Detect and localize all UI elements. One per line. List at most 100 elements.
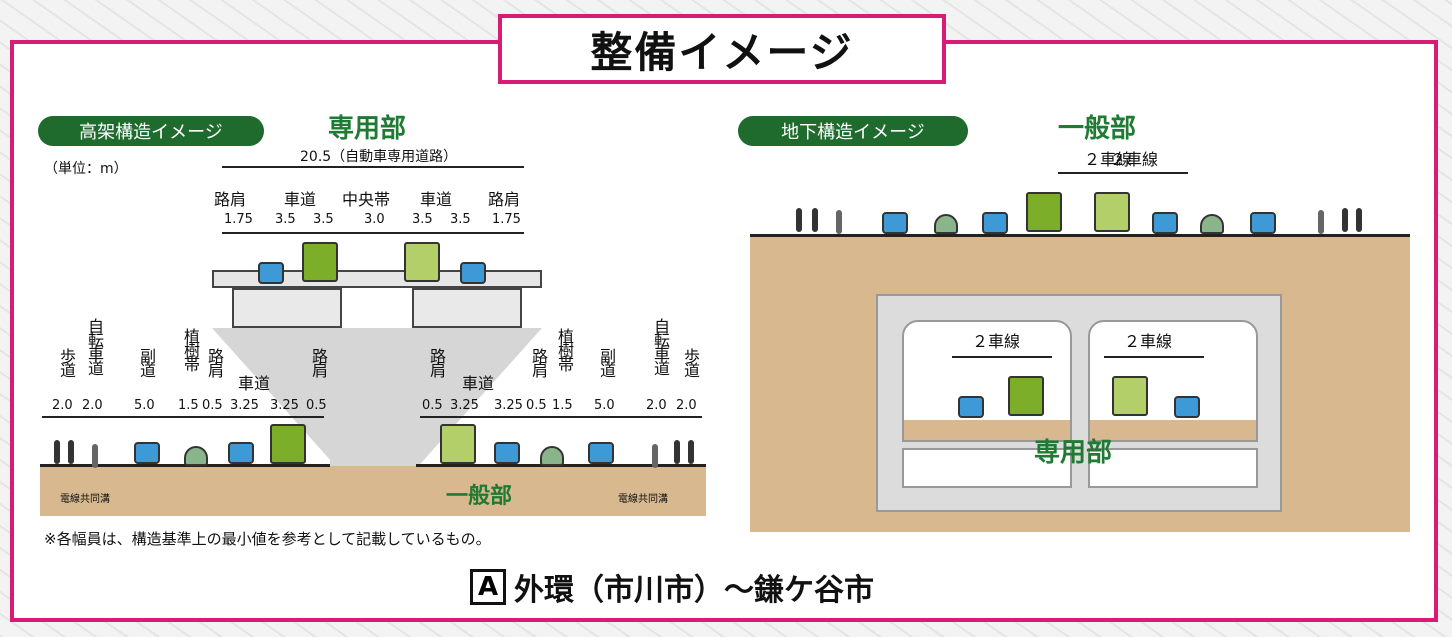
total-width: 20.5（自動車専用道路） [300, 149, 458, 165]
car-icon [228, 442, 254, 464]
lower-right-label-3: 植樹帯 [555, 328, 574, 370]
pedestrian-icon [812, 208, 818, 232]
lower-right-label-6: 歩道 [681, 348, 700, 376]
tree-icon [184, 446, 208, 466]
truck-icon [302, 242, 338, 282]
lower-left-value-3: 1.5 [178, 398, 199, 413]
conduit-left: 電線共同溝 [60, 494, 110, 505]
cyclist-icon [1318, 210, 1324, 234]
upper-label-1: 車道 [284, 190, 317, 209]
tunnel-lower-left [902, 448, 1072, 488]
route-footer: A 外環（市川市）〜鎌ケ谷市 [470, 565, 874, 609]
lower-left-label-6: 路肩 [309, 348, 328, 376]
route-name: 外環（市川市）〜鎌ケ谷市 [514, 573, 874, 608]
lower-left-value-2: 5.0 [134, 398, 155, 413]
upper-value-4: 3.5 [412, 212, 433, 227]
lower-right-value-4: 1.5 [552, 398, 573, 413]
lower-right-label-0: 路肩 [427, 348, 446, 376]
bus-icon [1112, 376, 1148, 416]
tunnel-label: 専用部 [1034, 438, 1113, 468]
bus-icon [1094, 192, 1130, 232]
tunnel-floor-left [904, 420, 1070, 440]
lower-right-label-5: 自転車道 [651, 318, 670, 374]
lower-left-value-0: 2.0 [52, 398, 73, 413]
tree-icon [1200, 214, 1224, 234]
upper-value-5: 3.5 [450, 212, 471, 227]
upper-label-4: 路肩 [488, 190, 521, 209]
upper-label-3: 車道 [420, 190, 453, 209]
underground-heading: 一般部 [1058, 114, 1137, 144]
tunnel-lanes-right: ２車線 [1124, 332, 1173, 351]
deck-girder-left [232, 288, 342, 328]
lower-left-label-4: 路肩 [205, 348, 224, 376]
car-icon [588, 442, 614, 464]
truck-icon [270, 424, 306, 464]
cyclist-icon [92, 444, 98, 468]
pedestrian-icon [688, 440, 694, 464]
upper-label-2: 中央帯 [342, 190, 391, 209]
car-icon [134, 442, 160, 464]
pedestrian-icon [68, 440, 74, 464]
conduit-right: 電線共同溝 [618, 494, 668, 505]
car-icon [258, 262, 284, 284]
underground-badge: 地下構造イメージ [738, 116, 968, 146]
upper-label-0: 路肩 [214, 190, 247, 209]
upper-value-3: 3.0 [364, 212, 385, 227]
tunnel-lane-line-right [1104, 356, 1204, 358]
upper-dimension-line [222, 232, 524, 234]
lower-left-label-5: 車道 [238, 374, 271, 393]
tree-icon [934, 214, 958, 234]
pedestrian-icon [674, 440, 680, 464]
ground-elevated [40, 466, 706, 516]
truck-icon [1026, 192, 1062, 232]
lower-left-value-1: 2.0 [82, 398, 103, 413]
lower-right-value-5: 5.0 [594, 398, 615, 413]
tree-icon [540, 446, 564, 466]
surface-lanes-right: ２車線 [1110, 150, 1159, 169]
unit-label: （単位：m） [44, 161, 128, 177]
footnote: ※各幅員は、構造基準上の最小値を参考として記載しているもの。 [44, 530, 491, 548]
surface-lanes-left: ２車線 [1084, 150, 1133, 169]
cyclist-icon [836, 210, 842, 234]
lower-left-label-3: 植樹帯 [181, 328, 200, 370]
lower-left-value-4: 0.5 [202, 398, 223, 413]
tunnel-floor-right [1090, 420, 1256, 440]
cyclist-icon [652, 444, 658, 468]
lower-right-value-0: 0.5 [422, 398, 443, 413]
pedestrian-icon [796, 208, 802, 232]
car-icon [1250, 212, 1276, 234]
elevated-badge: 高架構造イメージ [38, 116, 264, 146]
upper-value-0: 1.75 [224, 212, 253, 227]
lower-right-label-1: 車道 [462, 374, 495, 393]
lower-right-value-1: 3.25 [450, 398, 479, 413]
surface-road [750, 234, 1410, 237]
truck-icon [1008, 376, 1044, 416]
ground-label: 一般部 [446, 484, 513, 509]
pedestrian-icon [54, 440, 60, 464]
elevated-heading: 専用部 [328, 114, 407, 144]
car-icon [1174, 396, 1200, 418]
lower-left-value-7: 0.5 [306, 398, 327, 413]
pier-column [330, 330, 416, 466]
pedestrian-icon [1342, 208, 1348, 232]
lower-right-value-6: 2.0 [646, 398, 667, 413]
car-icon [882, 212, 908, 234]
tunnel-lanes-left: ２車線 [972, 332, 1021, 351]
pedestrian-icon [1356, 208, 1362, 232]
upper-value-1: 3.5 [275, 212, 296, 227]
lower-right-value-7: 2.0 [676, 398, 697, 413]
surface-lane-line-right [1088, 172, 1188, 174]
lower-left-label-1: 自転車道 [85, 318, 104, 374]
lower-left-value-5: 3.25 [230, 398, 259, 413]
car-icon [982, 212, 1008, 234]
bus-icon [404, 242, 440, 282]
elevated-deck [212, 270, 542, 288]
car-icon [958, 396, 984, 418]
upper-value-6: 1.75 [492, 212, 521, 227]
lower-left-value-6: 3.25 [270, 398, 299, 413]
page-title: 整備イメージ [498, 14, 946, 84]
car-icon [494, 442, 520, 464]
lower-right-label-4: 副道 [597, 348, 616, 376]
lower-right-label-2: 路肩 [529, 348, 548, 376]
tunnel-lane-line-left [952, 356, 1052, 358]
